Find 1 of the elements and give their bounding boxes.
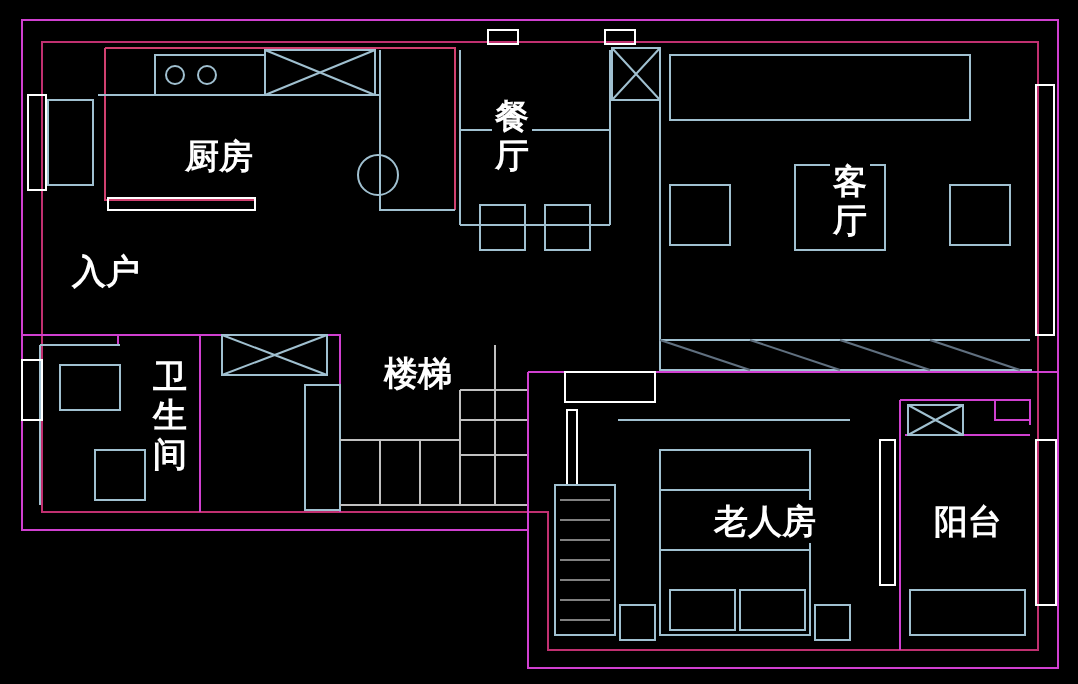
room-label: 老人房 bbox=[712, 500, 818, 544]
